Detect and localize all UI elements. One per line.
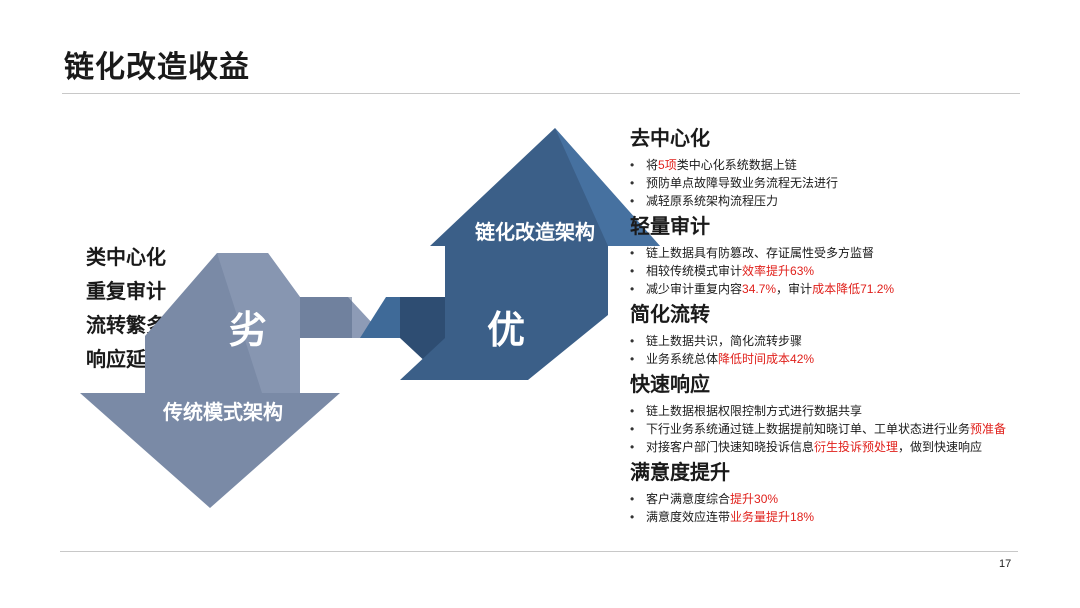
benefit-bullets: 链上数据根据权限控制方式进行数据共享下行业务系统通过链上数据提前知晓订单、工单状… [630,402,1050,456]
down-arrow-highlight [217,253,300,393]
benefit-section: 轻量审计 链上数据具有防篡改、存证属性受多方监督相较传统模式审计效率提升63%减… [630,212,1050,298]
bullet-text: 对接客户部门快速知晓投诉信息 [646,440,815,454]
highlight-text: 34.7% [742,282,777,296]
bullet-text: 链上数据具有防篡改、存证属性受多方监督 [646,246,875,260]
benefit-section: 满意度提升 客户满意度综合提升30%满意度效应连带业务量提升18% [630,458,1050,526]
bullet-text: 满意度效应连带 [646,510,731,524]
bullet-text: ，做到快速响应 [898,440,983,454]
benefit-section: 简化流转 链上数据共识，简化流转步骤业务系统总体降低时间成本42% [630,300,1050,368]
up-arrow-label: 链化改造架构 [475,220,595,244]
bridge-light-shade [300,297,352,338]
bullet-text: 链上数据共识，简化流转步骤 [646,334,803,348]
benefit-bullet-item: 链上数据根据权限控制方式进行数据共享 [630,402,1050,420]
benefit-title: 去中心化 [630,126,710,150]
benefit-bullet-item: 链上数据具有防篡改、存证属性受多方监督 [630,244,1050,262]
bottom-divider [60,551,1018,552]
benefit-bullet-item: 客户满意度综合提升30% [630,490,1050,508]
page-title: 链化改造收益 [64,50,250,85]
benefit-bullet-item: 相较传统模式审计效率提升63% [630,262,1050,280]
highlight-text: 衍生投诉预处理 [814,440,899,454]
benefit-title: 轻量审计 [630,214,710,238]
benefit-title: 简化流转 [630,302,710,326]
highlight-text: 提升30% [730,492,779,506]
benefit-bullet-item: 减轻原系统架构流程压力 [630,192,1050,210]
bullet-text: ，审计 [776,282,813,296]
highlight-text: 降低时间成本42% [718,352,815,366]
bullet-text: 预防单点故障导致业务流程无法进行 [646,176,839,190]
benefit-bullet-item: 链上数据共识，简化流转步骤 [630,332,1050,350]
benefit-section: 去中心化 将5项类中心化系统数据上链预防单点故障导致业务流程无法进行减轻原系统架… [630,124,1050,210]
highlight-text: 预准备 [970,422,1007,436]
highlight-text: 效率提升63% [742,264,815,278]
highlight-text: 业务量提升18% [730,510,815,524]
down-arrow-label: 传统模式架构 [162,400,283,424]
benefits-panel: 去中心化 将5项类中心化系统数据上链预防单点故障导致业务流程无法进行减轻原系统架… [630,124,1050,528]
benefit-bullets: 链上数据具有防篡改、存证属性受多方监督相较传统模式审计效率提升63%减少审计重复… [630,244,1050,298]
benefit-bullet-item: 将5项类中心化系统数据上链 [630,156,1050,174]
bullet-text: 将 [646,158,659,172]
benefit-bullet-item: 预防单点故障导致业务流程无法进行 [630,174,1050,192]
up-arrow-char: 优 [487,308,525,352]
page-number: 17 [999,558,1012,570]
down-arrow-char: 劣 [229,308,267,352]
benefit-title: 快速响应 [630,372,710,396]
benefit-section: 快速响应 链上数据根据权限控制方式进行数据共享下行业务系统通过链上数据提前知晓订… [630,370,1050,456]
bullet-text: 下行业务系统通过链上数据提前知晓订单、工单状态进行业务 [646,422,971,436]
benefit-bullet-item: 下行业务系统通过链上数据提前知晓订单、工单状态进行业务预准备 [630,420,1050,438]
bullet-text: 相较传统模式审计 [646,264,743,278]
bullet-text: 类中心化系统数据上链 [676,158,797,172]
bullet-text: 链上数据根据权限控制方式进行数据共享 [646,404,863,418]
benefit-bullet-item: 对接客户部门快速知晓投诉信息衍生投诉预处理，做到快速响应 [630,438,1050,456]
benefit-title: 满意度提升 [630,460,730,484]
highlight-text: 5项 [658,158,677,172]
benefit-bullet-item: 减少审计重复内容34.7%，审计成本降低71.2% [630,280,1050,298]
up-arrow-highlight [555,128,660,246]
bullet-text: 减轻原系统架构流程压力 [646,194,779,208]
bullet-text: 客户满意度综合 [646,492,731,506]
issue-item: 类中心化 [86,245,166,269]
bullet-text: 减少审计重复内容 [646,282,743,296]
benefit-bullets: 将5项类中心化系统数据上链预防单点故障导致业务流程无法进行减轻原系统架构流程压力 [630,156,1050,210]
benefit-bullets: 链上数据共识，简化流转步骤业务系统总体降低时间成本42% [630,332,1050,368]
top-divider [62,93,1020,94]
down-arrow-shape [80,253,340,508]
bullet-text: 业务系统总体 [646,352,719,366]
benefit-bullet-item: 业务系统总体降低时间成本42% [630,350,1050,368]
issue-item: 重复审计 [86,279,166,303]
benefit-bullets: 客户满意度综合提升30%满意度效应连带业务量提升18% [630,490,1050,526]
benefit-bullet-item: 满意度效应连带业务量提升18% [630,508,1050,526]
issue-list: 类中心化 重复审计 流转繁多 响应延迟 [86,240,166,376]
highlight-text: 成本降低71.2% [812,282,895,296]
